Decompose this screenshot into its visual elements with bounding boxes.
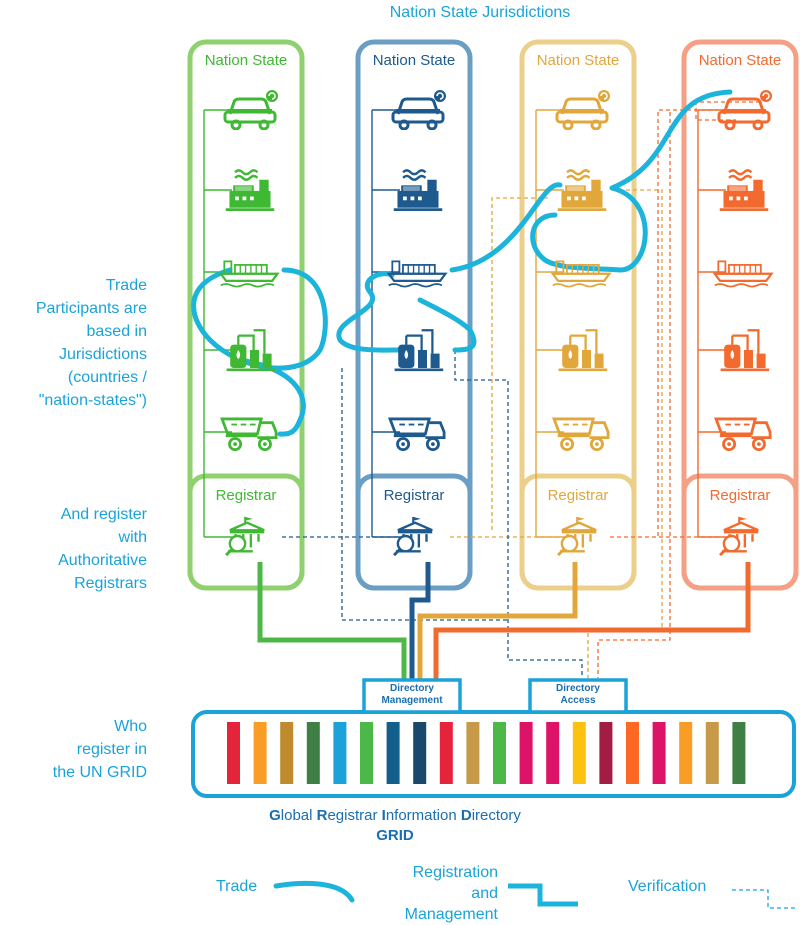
directory-management-label: Directory Management bbox=[381, 683, 443, 706]
grid-title-word: lobal bbox=[280, 807, 317, 824]
grid-title-word: egistrar bbox=[327, 807, 382, 824]
registrar-bar bbox=[439, 722, 453, 784]
legend-registration-line bbox=[508, 883, 578, 907]
factory-icon bbox=[392, 168, 444, 212]
registrar-bar bbox=[227, 722, 240, 784]
dump-truck-icon bbox=[714, 417, 772, 452]
directory-access-label: Directory Access bbox=[556, 683, 600, 706]
legend-registration-label: Registration and Management bbox=[404, 864, 498, 923]
registrar-box bbox=[519, 473, 637, 591]
un-grid-side-label: Who register in the UN GRID bbox=[52, 718, 147, 781]
registrar-bar bbox=[546, 722, 560, 784]
refinery-icon bbox=[719, 328, 771, 372]
registrar-bar bbox=[360, 722, 373, 784]
registrar-bar bbox=[572, 722, 586, 784]
directory-management-box bbox=[362, 678, 462, 714]
ship-icon bbox=[219, 260, 279, 288]
registrar-bar bbox=[493, 722, 506, 784]
factory-icon bbox=[556, 168, 608, 212]
participant-tree-line bbox=[203, 109, 244, 538]
registrar-box bbox=[187, 473, 305, 591]
registrar-bar bbox=[705, 722, 719, 784]
participant-tree-line bbox=[371, 109, 412, 538]
nation-state-title: Nation State bbox=[204, 52, 288, 69]
registrar-title: Registrar bbox=[547, 487, 609, 504]
nation-state-column bbox=[187, 39, 305, 591]
factory-icon bbox=[224, 168, 276, 212]
grid-acronym: GRID bbox=[376, 827, 414, 844]
refinery-icon bbox=[557, 328, 609, 372]
legend-trade-line bbox=[273, 880, 355, 903]
registrar-building-icon bbox=[718, 515, 760, 557]
directory-access-box bbox=[528, 678, 628, 714]
registrar-bar bbox=[626, 722, 639, 784]
grid-title-initial: R bbox=[316, 807, 328, 824]
legend-verification-line bbox=[732, 889, 798, 909]
registrar-title: Registrar bbox=[215, 487, 277, 504]
car-icon bbox=[717, 90, 774, 130]
registrar-title: Registrar bbox=[383, 487, 445, 504]
grid-title-initial: G bbox=[269, 807, 281, 824]
grid-title-initial: D bbox=[460, 807, 472, 824]
car-icon bbox=[555, 90, 612, 130]
registrar-title: Registrar bbox=[709, 487, 771, 504]
registrar-building-icon bbox=[224, 515, 266, 557]
registrar-bar bbox=[253, 722, 267, 784]
registrar-bar bbox=[466, 722, 480, 784]
registrar-bar bbox=[280, 722, 294, 784]
nation-state-title: Nation State bbox=[698, 52, 782, 69]
refinery-icon bbox=[225, 328, 277, 372]
registrar-building-icon bbox=[392, 515, 434, 557]
trade-side-label: Trade Participants are based in Jurisdic… bbox=[35, 277, 147, 409]
registrar-bar bbox=[306, 722, 320, 784]
registrar-box bbox=[355, 473, 473, 591]
legend-trade-label: Trade bbox=[216, 878, 258, 895]
grid-title: Global Registrar Information Directory G… bbox=[95, 806, 695, 846]
factory-icon bbox=[718, 168, 770, 212]
registrar-bar bbox=[599, 722, 613, 784]
grid-title-word: nformation bbox=[385, 807, 461, 824]
grid-title-initial: I bbox=[381, 807, 386, 824]
page-title: Nation State Jurisdictions bbox=[389, 4, 571, 21]
ship-icon bbox=[387, 260, 447, 288]
car-icon bbox=[223, 90, 280, 130]
registrar-bar bbox=[413, 722, 427, 784]
nation-state-title: Nation State bbox=[536, 52, 620, 69]
dump-truck-icon bbox=[220, 417, 278, 452]
nation-state-column bbox=[519, 39, 637, 591]
refinery-icon bbox=[393, 328, 445, 372]
registrar-building-icon bbox=[556, 515, 598, 557]
registrar-bar bbox=[386, 722, 400, 784]
registrar-box bbox=[681, 473, 799, 591]
nation-state-column bbox=[681, 39, 799, 591]
grid-panel bbox=[191, 710, 796, 798]
registrar-bar bbox=[732, 722, 746, 784]
dump-truck-icon bbox=[388, 417, 446, 452]
participant-tree-line bbox=[535, 109, 576, 538]
registrar-bar bbox=[679, 722, 693, 784]
registrar-bar bbox=[333, 722, 347, 784]
registrar-bar bbox=[652, 722, 666, 784]
car-icon bbox=[391, 90, 448, 130]
participant-tree-line bbox=[697, 109, 738, 538]
ship-icon bbox=[713, 260, 773, 288]
grid-title-word: irectory bbox=[471, 807, 521, 824]
registrar-bar bbox=[519, 722, 533, 784]
legend-verification-label: Verification bbox=[628, 878, 707, 895]
dump-truck-icon bbox=[552, 417, 610, 452]
nation-state-title: Nation State bbox=[372, 52, 456, 69]
register-side-label: And register with Authoritative Registra… bbox=[58, 506, 147, 592]
